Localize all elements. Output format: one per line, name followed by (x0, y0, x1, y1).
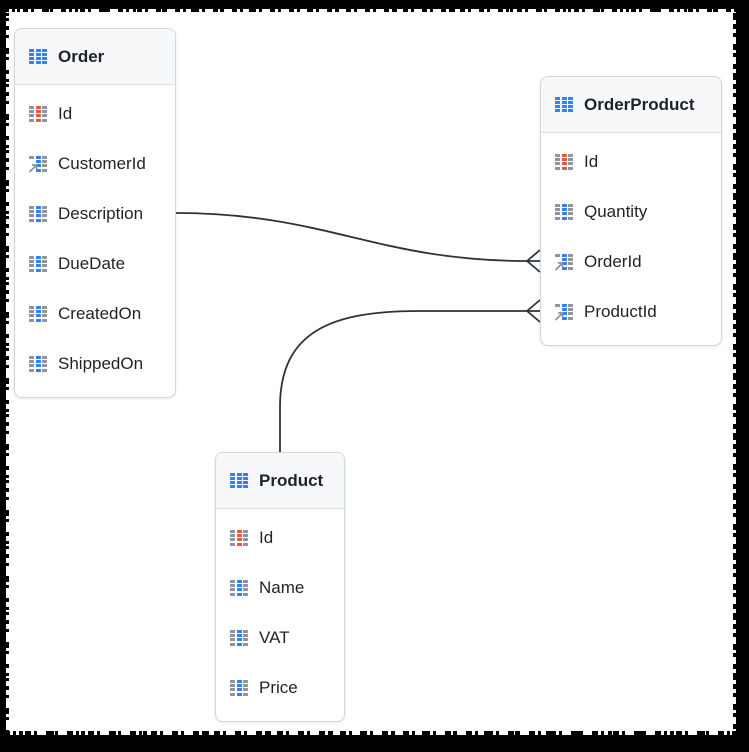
field-name: Id (58, 104, 73, 123)
table-name: Product (259, 470, 324, 490)
field-name: ProductId (584, 302, 657, 321)
primary-key-column-icon (29, 106, 47, 122)
column-icon (29, 356, 47, 372)
field-row-productid[interactable]: ProductId (541, 287, 721, 337)
field-name: Id (259, 528, 274, 547)
table-header-product[interactable]: Product (216, 453, 344, 509)
field-name: VAT (259, 628, 290, 647)
foreign-key-arrow-icon (554, 262, 564, 271)
field-name: CustomerId (58, 154, 146, 173)
field-name: CreatedOn (58, 304, 142, 323)
column-icon (29, 256, 47, 272)
crow-foot-many-marker (526, 299, 541, 323)
field-name: Price (259, 678, 298, 697)
column-icon (230, 580, 248, 596)
relationship-order-orderproduct[interactable] (175, 212, 541, 273)
field-name: Description (58, 204, 144, 223)
table-icon (29, 48, 47, 65)
field-row-id[interactable]: Id (541, 137, 721, 187)
field-name: Name (259, 578, 305, 597)
primary-key-column-icon (555, 154, 573, 170)
field-row-customerid[interactable]: CustomerId (15, 139, 175, 189)
table-name: Order (58, 46, 105, 66)
field-row-quantity[interactable]: Quantity (541, 187, 721, 237)
field-row-duedate[interactable]: DueDate (15, 239, 175, 289)
table-header-orderproduct[interactable]: OrderProduct (541, 77, 721, 133)
table-icon (230, 472, 248, 489)
foreign-key-column-icon (554, 304, 573, 321)
foreign-key-column-icon (554, 254, 573, 271)
table-name: OrderProduct (584, 94, 695, 114)
field-name: DueDate (58, 254, 126, 273)
primary-key-column-icon (230, 530, 248, 546)
foreign-key-arrow-icon (28, 164, 38, 173)
foreign-key-column-icon (28, 156, 47, 173)
field-row-orderid[interactable]: OrderId (541, 237, 721, 287)
field-row-createdon[interactable]: CreatedOn (15, 289, 175, 339)
field-name: ShippedOn (58, 354, 144, 373)
field-row-name[interactable]: Name (216, 563, 344, 613)
field-name: Quantity (584, 202, 648, 221)
crow-foot-many-marker (526, 249, 541, 273)
column-icon (29, 206, 47, 222)
field-row-description[interactable]: Description (15, 189, 175, 239)
field-row-id[interactable]: Id (15, 89, 175, 139)
column-icon (555, 204, 573, 220)
field-name: Id (584, 152, 599, 171)
column-icon (230, 680, 248, 696)
field-row-shippedon[interactable]: ShippedOn (15, 339, 175, 389)
field-row-vat[interactable]: VAT (216, 613, 344, 663)
foreign-key-arrow-icon (554, 312, 564, 321)
column-icon (230, 630, 248, 646)
column-icon (29, 306, 47, 322)
table-header-order[interactable]: Order (15, 29, 175, 85)
field-row-price[interactable]: Price (216, 663, 344, 713)
table-icon (555, 96, 573, 113)
relationship-product-orderproduct[interactable] (279, 299, 541, 452)
field-name: OrderId (584, 252, 642, 271)
field-row-id[interactable]: Id (216, 513, 344, 563)
